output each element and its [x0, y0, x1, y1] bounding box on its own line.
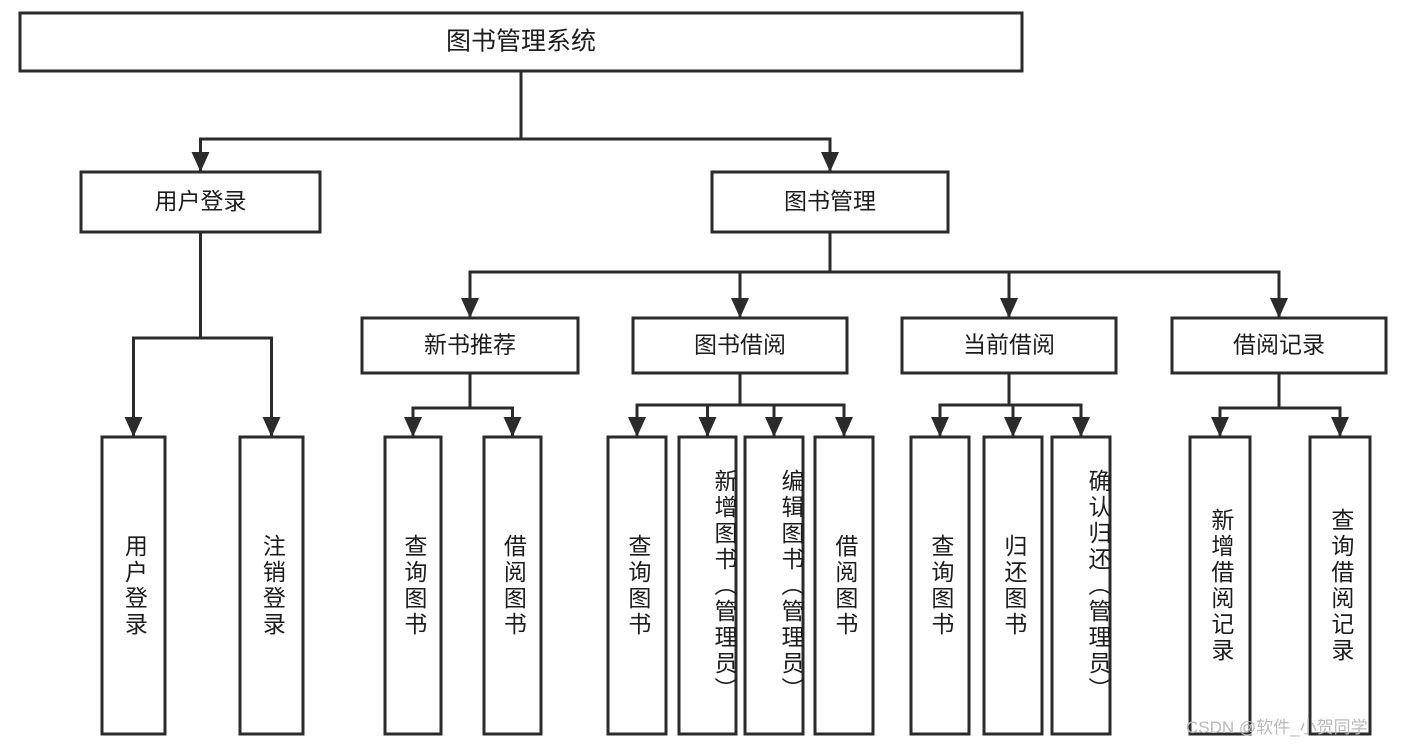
node-current-borrow-label: 当前借阅 [963, 332, 1055, 358]
node-leaf-return-book[interactable] [982, 435, 1044, 736]
node-book-management-rect [710, 170, 950, 234]
node-new-book-recommend-rect [360, 316, 580, 375]
node-leaf-add-book-admin[interactable] [677, 435, 738, 736]
node-title-system-rect [18, 11, 1024, 73]
record-arrow-1 [1331, 417, 1349, 437]
node-leaf-borrow-book-1[interactable] [482, 435, 543, 736]
node-leaf-confirm-return-admin[interactable] [1050, 435, 1112, 736]
node-leaf-borrow-book-2[interactable] [813, 435, 875, 736]
node-leaf-query-book-1[interactable] [383, 435, 443, 736]
node-book-borrow-label: 图书借阅 [694, 332, 786, 358]
node-leaf-query-book-2[interactable] [606, 435, 668, 736]
current-arrow-2 [1072, 417, 1090, 437]
node-leaf-edit-book-admin[interactable] [743, 435, 805, 736]
root-arrow-0 [191, 152, 210, 172]
node-leaf-confirm-return-admin-rect [1050, 435, 1112, 736]
node-leaf-query-book-2-rect [606, 435, 668, 736]
newbook-arrow-0 [404, 417, 422, 437]
node-book-management-label: 图书管理 [784, 188, 876, 214]
bookmgmt-arrow-0 [461, 298, 479, 318]
node-leaf-borrow-book-2-rect [813, 435, 875, 736]
node-leaf-query-book-3[interactable] [909, 435, 971, 736]
node-user-login-label: 用户登录 [155, 188, 247, 214]
csdn-watermark: CSDN @软件_小贺同学 [1186, 718, 1368, 737]
login-arrow-0 [124, 417, 143, 437]
borrow-arrow-1 [698, 417, 717, 437]
node-borrow-record-label: 借阅记录 [1233, 332, 1325, 358]
current-arrow-0 [931, 417, 949, 437]
login-arrow-1 [262, 417, 281, 437]
node-borrow-record[interactable]: 借阅记录 [1170, 316, 1388, 375]
bookmgmt-arrow-2 [1000, 298, 1018, 318]
node-leaf-query-book-3-rect [909, 435, 971, 736]
borrow-arrow-0 [628, 417, 646, 437]
node-title-system[interactable]: 图书管理系统 [18, 11, 1024, 73]
node-leaf-query-borrow-record[interactable] [1308, 435, 1372, 736]
node-user-login-rect [79, 170, 322, 234]
node-leaf-add-borrow-record[interactable] [1188, 435, 1252, 736]
record-arrow-0 [1211, 417, 1229, 437]
node-current-borrow[interactable]: 当前借阅 [900, 316, 1118, 375]
node-leaf-add-borrow-record-rect [1188, 435, 1252, 736]
node-new-book-recommend-label: 新书推荐 [424, 332, 516, 358]
node-leaf-return-book-rect [982, 435, 1044, 736]
node-title-system-label: 图书管理系统 [446, 28, 596, 56]
node-leaf-add-book-admin-rect [677, 435, 738, 736]
borrow-arrow-3 [835, 417, 853, 437]
node-new-book-recommend[interactable]: 新书推荐 [360, 316, 580, 375]
bookmgmt-arrow-3 [1270, 298, 1288, 318]
root-arrow-1 [821, 152, 839, 172]
node-leaf-borrow-book-1-rect [482, 435, 543, 736]
node-leaf-edit-book-admin-rect [743, 435, 805, 736]
current-arrow-1 [1004, 417, 1022, 437]
bookmgmt-arrow-1 [731, 298, 749, 318]
connector-layer [124, 69, 1349, 439]
node-borrow-record-rect [1170, 316, 1388, 375]
node-leaf-query-book-1-rect [383, 435, 443, 736]
node-leaf-query-borrow-record-rect [1308, 435, 1372, 736]
borrow-arrow-2 [765, 417, 783, 437]
node-leaf-logout-rect [238, 435, 305, 736]
node-leaf-user-login-rect [100, 435, 167, 736]
node-book-management[interactable]: 图书管理 [710, 170, 950, 234]
node-leaf-user-login[interactable] [100, 435, 167, 736]
node-book-borrow[interactable]: 图书借阅 [631, 316, 849, 375]
node-user-login[interactable]: 用户登录 [79, 170, 322, 234]
node-book-borrow-rect [631, 316, 849, 375]
node-current-borrow-rect [900, 316, 1118, 375]
newbook-arrow-1 [503, 417, 522, 437]
node-leaf-logout[interactable] [238, 435, 305, 736]
